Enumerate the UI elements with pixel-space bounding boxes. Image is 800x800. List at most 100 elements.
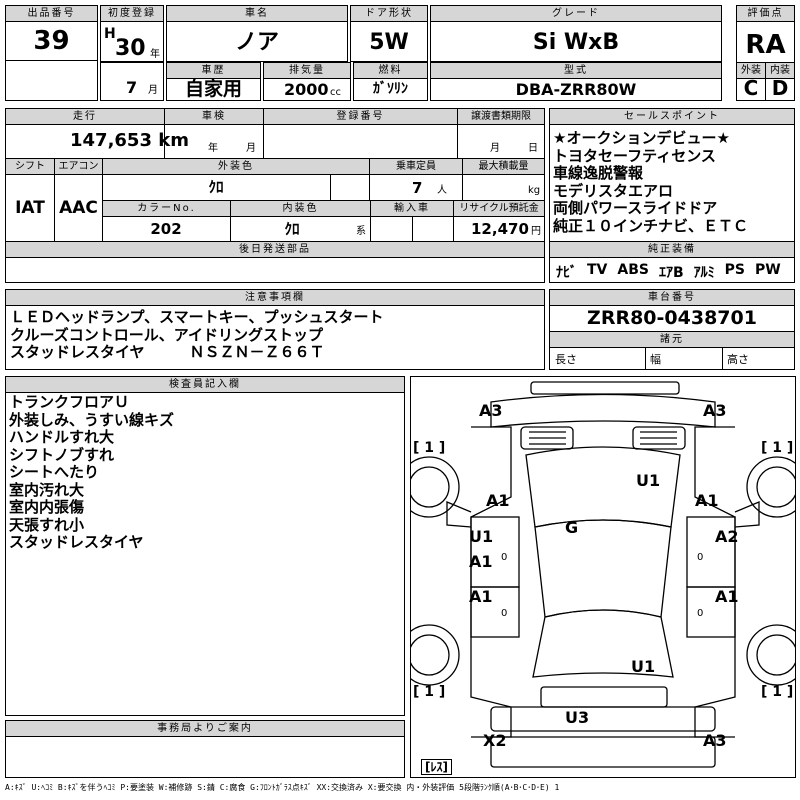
damage-mark: A1	[469, 587, 493, 606]
inspector-line: シフトノブすれ	[9, 445, 115, 464]
inspector-line: ハンドルすれ大	[9, 428, 115, 446]
plate-label: 登録番号	[263, 108, 458, 125]
legend: A:ｷｽﾞ U:ﾍｺﾐ B:ｷｽﾞを伴うﾍｺﾐ P:要塗装 W:補修跡 S:錆 …	[5, 783, 560, 792]
damage-mark: A1	[469, 552, 493, 571]
first-reg-month-box	[100, 62, 164, 101]
tire-mark: [ 1 ]	[413, 440, 446, 456]
equipment-item: TV	[587, 262, 608, 278]
sales-points-label: セールスポイント	[549, 108, 795, 125]
dims-length: 長さ	[555, 353, 577, 366]
chassis-label: 車台番号	[549, 289, 795, 306]
sales-point: 両側パワースライドドア	[553, 199, 718, 217]
tire-mark: [ 1 ]	[761, 684, 794, 700]
first-reg-era: H	[104, 26, 116, 42]
equipment-label: 純正装備	[549, 241, 795, 258]
office-label: 事務局よりご案内	[5, 720, 405, 737]
max-load-label: 最大積載量	[462, 158, 545, 175]
zero-mark: 0	[501, 608, 508, 619]
model-value: DBA-ZRR80W	[515, 80, 637, 99]
history-label: 車歴	[166, 62, 261, 79]
aircon-value: AAC	[59, 198, 98, 218]
equipment-item: ｴｱB	[658, 265, 684, 281]
score-ext: C	[743, 76, 759, 100]
chassis-value: ZRR80-0438701	[587, 307, 757, 329]
inspection-label: 車検	[164, 108, 264, 125]
inspector-line: 外装しみ、うすい線キズ	[9, 410, 175, 429]
shift-value: IAT	[15, 198, 45, 218]
notes-lines: ＬＥＤヘッドランプ、スマートキー、プッシュスタート クルーズコントロール、アイド…	[10, 308, 384, 362]
capacity-value: 7	[412, 179, 423, 197]
int-color-unit: 系	[356, 226, 366, 237]
inspector-lines: トランクフロアＵ 外装しみ、うすい線キズ ハンドルすれ大 シフトノブすれ シート…	[9, 393, 175, 552]
grade-value: Si WxB	[532, 30, 620, 55]
car-name: ノア	[234, 30, 279, 55]
zero-mark: 0	[697, 608, 704, 619]
displacement-label: 排気量	[263, 62, 351, 79]
damage-mark: A1	[715, 587, 739, 606]
equipment-list: ﾅﾋﾞ TV ABS ｴｱB ｱﾙﾐ PS PW	[556, 262, 781, 282]
sales-point: 純正１０インチナビ、ＥＴＣ	[553, 216, 749, 235]
equipment-item: ﾅﾋﾞ	[556, 265, 577, 281]
int-color-value: ｸﾛ	[284, 220, 300, 238]
equipment-item: ABS	[617, 262, 649, 278]
dims-height: 高さ	[727, 353, 749, 366]
damage-mark: G	[565, 518, 579, 537]
shift-label: シフト	[5, 158, 55, 175]
damage-mark: A3	[703, 731, 727, 750]
dims-label: 諸元	[549, 331, 795, 348]
capacity-label: 乗車定員	[369, 158, 463, 175]
inspector-line: スタッドレスタイヤ	[9, 533, 144, 551]
sales-point: トヨタセーフティセンス	[553, 146, 716, 165]
doors-label: ドア形状	[350, 5, 428, 22]
transfer-day-unit: 日	[528, 143, 538, 154]
notes-line: スタッドレスタイヤ ＮＳＺＮ－Ｚ６６Ｔ	[10, 343, 325, 361]
ext-color-value: ｸﾛ	[208, 178, 224, 196]
notes-label: 注意事項欄	[5, 289, 545, 306]
inspector-line: 室内内張傷	[9, 498, 85, 516]
zero-mark: 0	[697, 552, 704, 563]
later-parts-label: 後日発送部品	[5, 241, 545, 258]
damage-mark: A3	[479, 401, 503, 420]
score-label: 評価点	[736, 5, 795, 22]
damage-mark: U3	[565, 708, 590, 727]
mileage-label: 走行	[5, 108, 165, 125]
dims-width: 幅	[650, 353, 661, 366]
equipment-item: PS	[724, 262, 745, 278]
color-no-label: カラーNo.	[102, 200, 231, 217]
spare-tire-mark: [ﾚｽ]	[421, 759, 452, 775]
lot-label: 出品番号	[5, 5, 98, 22]
first-reg-label: 初度登録	[100, 5, 164, 22]
first-reg-year-unit: 年	[150, 49, 160, 60]
inspector-line: トランクフロアＵ	[9, 393, 130, 411]
score-value: RA	[745, 30, 786, 60]
car-name-label: 車名	[166, 5, 348, 22]
damage-mark: U1	[469, 527, 494, 546]
recycle-unit: 円	[531, 226, 541, 237]
sales-point: 車線逸脱警報	[553, 164, 644, 182]
sales-point: モデリスタエアロ	[553, 181, 674, 200]
inspector-line: 室内汚れ大	[9, 480, 85, 499]
transfer-month-unit: 月	[490, 143, 500, 154]
notes-line: ＬＥＤヘッドランプ、スマートキー、プッシュスタート	[10, 308, 384, 326]
damage-mark: X2	[483, 731, 507, 750]
inspector-box	[5, 376, 405, 716]
first-reg-month-unit: 月	[148, 85, 158, 96]
inspection-month-unit: 月	[246, 143, 256, 154]
notes-line: クルーズコントロール、アイドリングストップ	[10, 325, 324, 344]
model-label: 型式	[430, 62, 722, 79]
equipment-item: ｱﾙﾐ	[693, 265, 715, 281]
inspector-line: 天張すれ小	[9, 515, 85, 534]
tire-mark: [ 1 ]	[761, 440, 794, 456]
recycle-label: リサイクル預託金	[453, 200, 545, 217]
first-reg-month: 7	[126, 78, 138, 97]
mileage-value: 147,653 km	[70, 130, 189, 151]
history-value: 自家用	[184, 78, 242, 100]
damage-mark: A3	[703, 401, 727, 420]
displacement-unit: cc	[330, 87, 341, 98]
damage-mark: A2	[715, 527, 739, 546]
zero-mark: 0	[501, 552, 508, 563]
fuel-label: 燃料	[353, 62, 428, 79]
displacement-value: 2000	[284, 80, 329, 99]
color-no-value: 202	[150, 220, 182, 238]
inspector-label: 検査員記入欄	[5, 376, 405, 393]
